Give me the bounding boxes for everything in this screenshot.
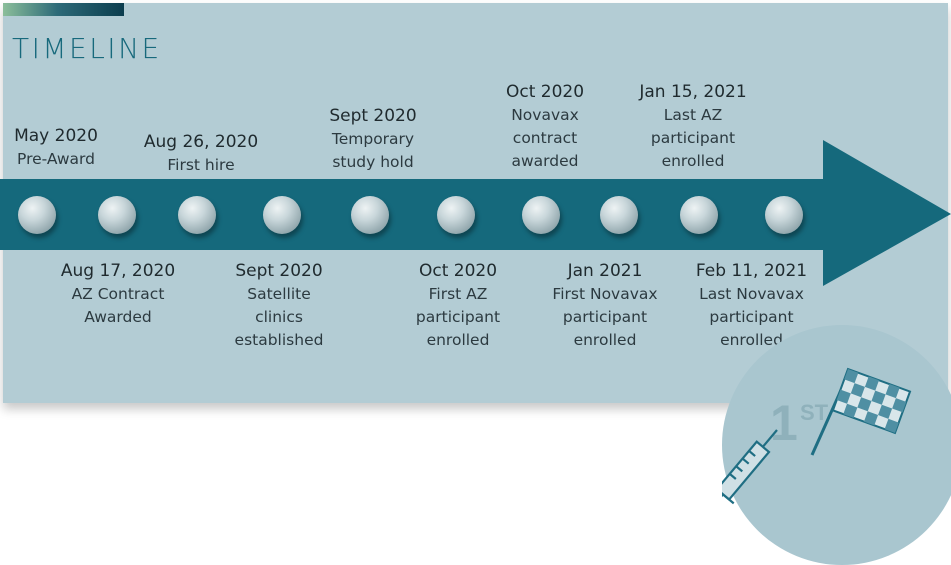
event-top-3: Sept 2020 Temporary study hold — [318, 105, 428, 174]
page-title: TIMELINE — [12, 32, 162, 65]
event-bottom-5: Feb 11, 2021 Last Novavax participant en… — [684, 260, 819, 352]
event-text: First AZ participant enrolled — [415, 285, 501, 349]
event-date: Feb 11, 2021 — [695, 261, 808, 281]
event-bottom-3: Oct 2020 First AZ participant enrolled — [408, 260, 508, 352]
timeline-dot — [765, 196, 803, 234]
event-bottom-4: Jan 2021 First Novavax participant enrol… — [540, 260, 670, 352]
event-text: Last AZ participant enrolled — [650, 106, 736, 170]
event-date: Jan 2021 — [567, 261, 643, 281]
badge-suffix: ST — [800, 400, 829, 425]
event-text: Pre-Award — [17, 150, 95, 168]
timeline-dot — [263, 196, 301, 234]
timeline-dot — [18, 196, 56, 234]
event-date: Oct 2020 — [505, 82, 585, 102]
event-date: Sept 2020 — [329, 106, 417, 126]
event-date: Jan 15, 2021 — [639, 82, 747, 102]
event-top-1: May 2020 Pre-Award — [0, 125, 126, 171]
badge-circle: 1 ST — [722, 325, 951, 565]
event-text: Temporary study hold — [331, 130, 415, 171]
event-text: First Novavax participant enrolled — [552, 285, 658, 349]
event-date: Aug 26, 2020 — [143, 132, 259, 152]
accent-bar — [3, 3, 124, 16]
timeline-dot — [522, 196, 560, 234]
event-top-2: Aug 26, 2020 First hire — [131, 131, 271, 177]
timeline-dot — [680, 196, 718, 234]
timeline-dot — [437, 196, 475, 234]
event-top-4: Oct 2020 Novavax contract awarded — [490, 81, 600, 173]
event-top-5: Jan 15, 2021 Last AZ participant enrolle… — [637, 81, 749, 173]
timeline-dot — [351, 196, 389, 234]
event-date: Aug 17, 2020 — [60, 261, 176, 281]
badge-ordinal: 1 — [770, 395, 798, 451]
event-text: Novavax contract awarded — [511, 106, 579, 170]
event-text: Last Novavax participant enrolled — [699, 285, 804, 349]
syringe-flag-icon: 1 ST — [722, 367, 912, 511]
event-text: Satellite clinics established — [234, 285, 324, 349]
event-date: Sept 2020 — [235, 261, 323, 281]
timeline-dot — [600, 196, 638, 234]
timeline-dot — [178, 196, 216, 234]
event-bottom-2: Sept 2020 Satellite clinics established — [229, 260, 329, 352]
event-bottom-1: Aug 17, 2020 AZ Contract Awarded — [48, 260, 188, 329]
event-text: AZ Contract Awarded — [71, 285, 165, 326]
timeline-dot — [98, 196, 136, 234]
event-date: Oct 2020 — [418, 261, 498, 281]
event-text: First hire — [167, 156, 235, 174]
event-date: May 2020 — [14, 126, 98, 146]
